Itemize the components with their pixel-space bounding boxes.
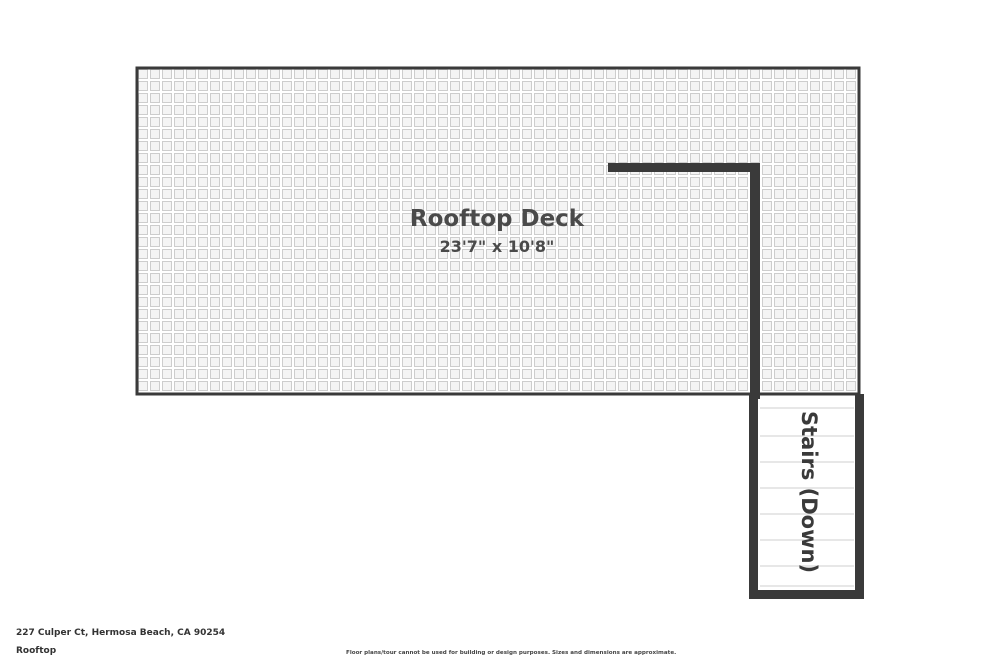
rooftop-deck-area	[135, 66, 861, 396]
stairs-area	[749, 394, 864, 599]
stairs-fill	[754, 396, 860, 596]
railing-wall-top	[608, 163, 760, 172]
property-address: 227 Culper Ct, Hermosa Beach, CA 90254	[16, 628, 226, 638]
railing-wall-right	[750, 163, 760, 399]
disclaimer-text: Floor plans/tour cannot be used for buil…	[346, 650, 677, 656]
floor-level-label: Rooftop	[16, 646, 57, 656]
stair-treads	[760, 407, 854, 587]
room-label-stairs: Stairs (Down)	[797, 411, 821, 573]
room-label-deck: Rooftop Deck	[410, 206, 585, 232]
stairs-wall-bottom	[749, 590, 864, 599]
room-dimensions-deck: 23'7" x 10'8"	[440, 237, 555, 256]
stairs-wall-left	[749, 394, 758, 599]
stairs-wall-right	[855, 394, 864, 599]
